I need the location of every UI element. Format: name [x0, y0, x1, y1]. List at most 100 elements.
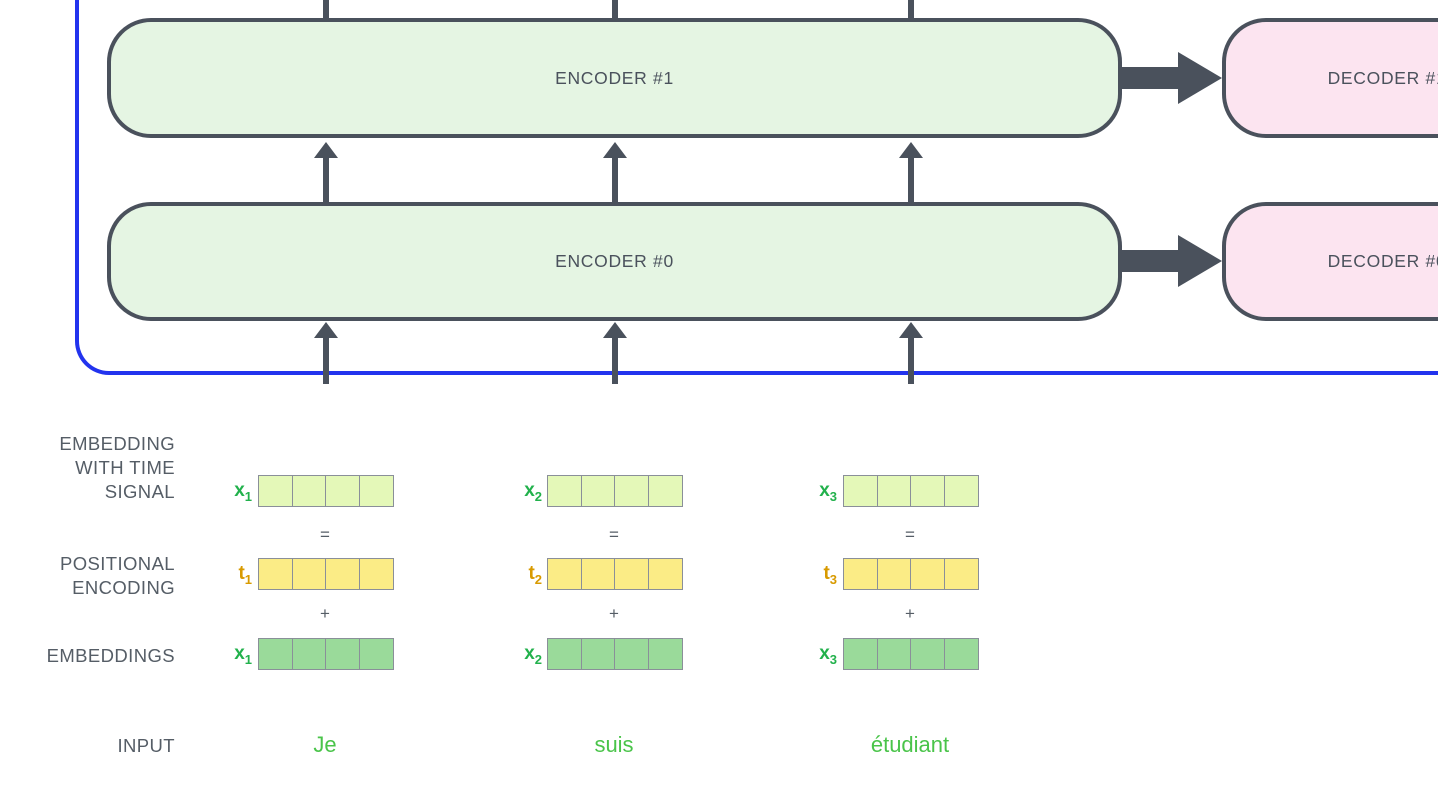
token-1-positional-label: t1 [200, 563, 252, 587]
token-2-embeddings-vector [547, 638, 683, 670]
decoder-0-block[interactable]: DECODER #0 [1222, 202, 1438, 321]
vector-cell [615, 559, 649, 589]
encoder-1-block[interactable]: ENCODER #1 [107, 18, 1122, 138]
vector-cell [944, 476, 978, 506]
vector-cell [911, 639, 945, 669]
token-2-embedding-with-time-signal-vector [547, 475, 683, 507]
arrow-head [1178, 235, 1222, 287]
token-1-positional-symbol: t [238, 563, 245, 584]
arrow-bar [1122, 250, 1184, 272]
vector-cell [548, 476, 582, 506]
vector-cell [877, 639, 911, 669]
token-3-embedding-index: 3 [829, 651, 837, 667]
arrow-shaft [612, 0, 618, 18]
vector-cell [648, 639, 682, 669]
token-2-time-signal-index: 2 [534, 488, 542, 504]
vector-cell [877, 559, 911, 589]
token-3-embedding-symbol: x [819, 643, 830, 664]
vector-cell [326, 559, 360, 589]
vector-cell [581, 476, 615, 506]
vector-cell [359, 559, 393, 589]
token-2-positional-label: t2 [490, 563, 542, 587]
arrow-head [1178, 52, 1222, 104]
token-1-embedding-symbol: x [234, 643, 245, 664]
token-2-positional-encoding-vector [547, 558, 683, 590]
input-to-encoder-0-arrow-icon-2 [603, 322, 627, 384]
arrow-shaft [323, 151, 329, 202]
vector-cell [944, 559, 978, 589]
token-1-embedding-with-time-signal-vector [258, 475, 394, 507]
input-word-3: étudiant [870, 732, 950, 757]
arrow-shaft [908, 151, 914, 202]
row-label-embedding-with-time-signal: EMBEDDING WITH TIME SIGNAL [59, 433, 175, 502]
arrow-shaft [908, 331, 914, 384]
token-1-embedding-index: 1 [244, 651, 252, 667]
encoder-0-to-decoder-0-arrow-icon [1122, 235, 1222, 287]
token-3-embedding-with-time-signal-vector [843, 475, 979, 507]
token-2-positional-symbol: t [528, 563, 535, 584]
vector-cell [648, 559, 682, 589]
vector-cell [844, 639, 878, 669]
encoder-1-output-line-3 [899, 0, 923, 18]
token-1-positional-encoding-vector [258, 558, 394, 590]
vector-cell [359, 476, 393, 506]
arrow-head [603, 142, 627, 158]
token-3-embedding-label: x3 [785, 643, 837, 667]
token-2-plus-operator: + [609, 604, 619, 623]
vector-cell [844, 476, 878, 506]
encoder-1-output-line-1 [314, 0, 338, 18]
vector-cell [911, 559, 945, 589]
vector-cell [877, 476, 911, 506]
token-3-embeddings-vector [843, 638, 979, 670]
encoder-0-to-1-arrow-icon-3 [899, 142, 923, 202]
token-1-time-signal-label: x1 [200, 480, 252, 504]
vector-cell [944, 639, 978, 669]
vector-cell [844, 559, 878, 589]
encoder-0-to-1-arrow-icon-2 [603, 142, 627, 202]
row-label-positional-encoding: POSITIONAL ENCODING [59, 553, 175, 598]
row-label-input: INPUT [117, 735, 175, 756]
vector-cell [615, 639, 649, 669]
token-1-time-signal-symbol: x [234, 480, 245, 501]
encoder-0-block[interactable]: ENCODER #0 [107, 202, 1122, 321]
arrow-head [899, 322, 923, 338]
arrow-head [314, 142, 338, 158]
token-2-positional-index: 2 [534, 571, 542, 587]
arrow-shaft [908, 0, 914, 18]
vector-cell [259, 639, 293, 669]
token-1-equals-operator: = [320, 525, 330, 544]
token-1-embeddings-vector [258, 638, 394, 670]
token-2-equals-operator: = [609, 525, 619, 544]
token-3-plus-operator: + [905, 604, 915, 623]
encoder-0-label: ENCODER #0 [555, 251, 674, 271]
token-1-embedding-label: x1 [200, 643, 252, 667]
token-3-positional-encoding-vector [843, 558, 979, 590]
input-to-encoder-0-arrow-icon-1 [314, 322, 338, 384]
vector-cell [259, 476, 293, 506]
vector-cell [581, 639, 615, 669]
vector-cell [648, 476, 682, 506]
token-3-equals-operator: = [905, 525, 915, 544]
token-1-time-signal-index: 1 [244, 488, 252, 504]
row-label-embeddings: EMBEDDINGS [46, 645, 175, 666]
decoder-1-label: DECODER #1 [1327, 67, 1438, 88]
vector-cell [259, 559, 293, 589]
token-3-positional-label: t3 [785, 563, 837, 587]
decoder-1-block[interactable]: DECODER #1 [1222, 18, 1438, 138]
vector-cell [292, 476, 326, 506]
arrow-shaft [323, 0, 329, 18]
arrow-shaft [612, 331, 618, 384]
vector-cell [581, 559, 615, 589]
vector-cell [292, 559, 326, 589]
vector-cell [548, 639, 582, 669]
arrow-head [899, 142, 923, 158]
token-2-embedding-symbol: x [524, 643, 535, 664]
vector-cell [911, 476, 945, 506]
token-3-time-signal-label: x3 [785, 480, 837, 504]
token-3-positional-symbol: t [823, 563, 830, 584]
encoder-1-label: ENCODER #1 [555, 67, 674, 88]
input-to-encoder-0-arrow-icon-3 [899, 322, 923, 384]
token-1-plus-operator: + [320, 604, 330, 623]
input-word-2: suis [594, 732, 634, 757]
